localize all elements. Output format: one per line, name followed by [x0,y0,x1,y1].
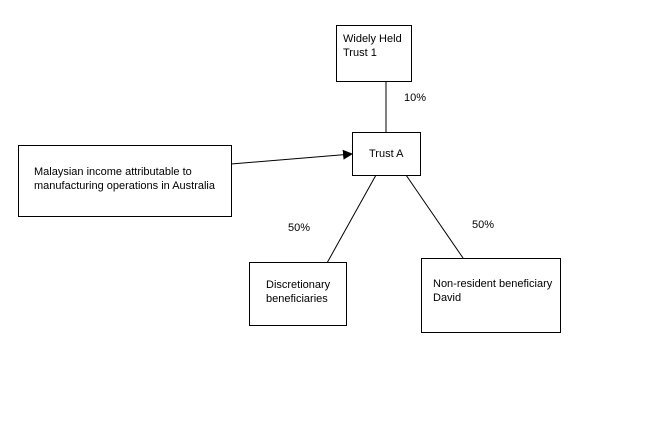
malaysian-income-box: Malaysian income attributable to manufac… [18,145,232,217]
trust-a-label: Trust A [369,148,404,160]
non-resident-beneficiary-box: Non-resident beneficiary David [421,258,561,333]
connector-trust-a-to-non-resident [405,174,464,259]
non-resident-beneficiary-label: Non-resident beneficiary David [433,278,553,304]
discretionary-beneficiaries-label: Discretionary beneficiaries [266,279,331,305]
connector-trust-a-to-discretionary [326,174,377,264]
arrow-malaysian-income-to-trust-a [230,149,353,165]
discretionary-beneficiaries-box: Discretionary beneficiaries [249,262,347,326]
percentage-trust-a-to-discretionary: 50% [288,222,311,234]
malaysian-income-label: Malaysian income attributable to manufac… [34,166,215,192]
percentage-trust-a-to-non-resident: 50% [472,219,495,231]
widely-held-trust-label: Widely Held Trust 1 [343,33,402,59]
widely-held-trust-box: Widely Held Trust 1 [336,25,412,82]
trust-a-box: Trust A [352,132,421,176]
percentage-widely-held-to-trust-a: 10% [404,92,427,104]
